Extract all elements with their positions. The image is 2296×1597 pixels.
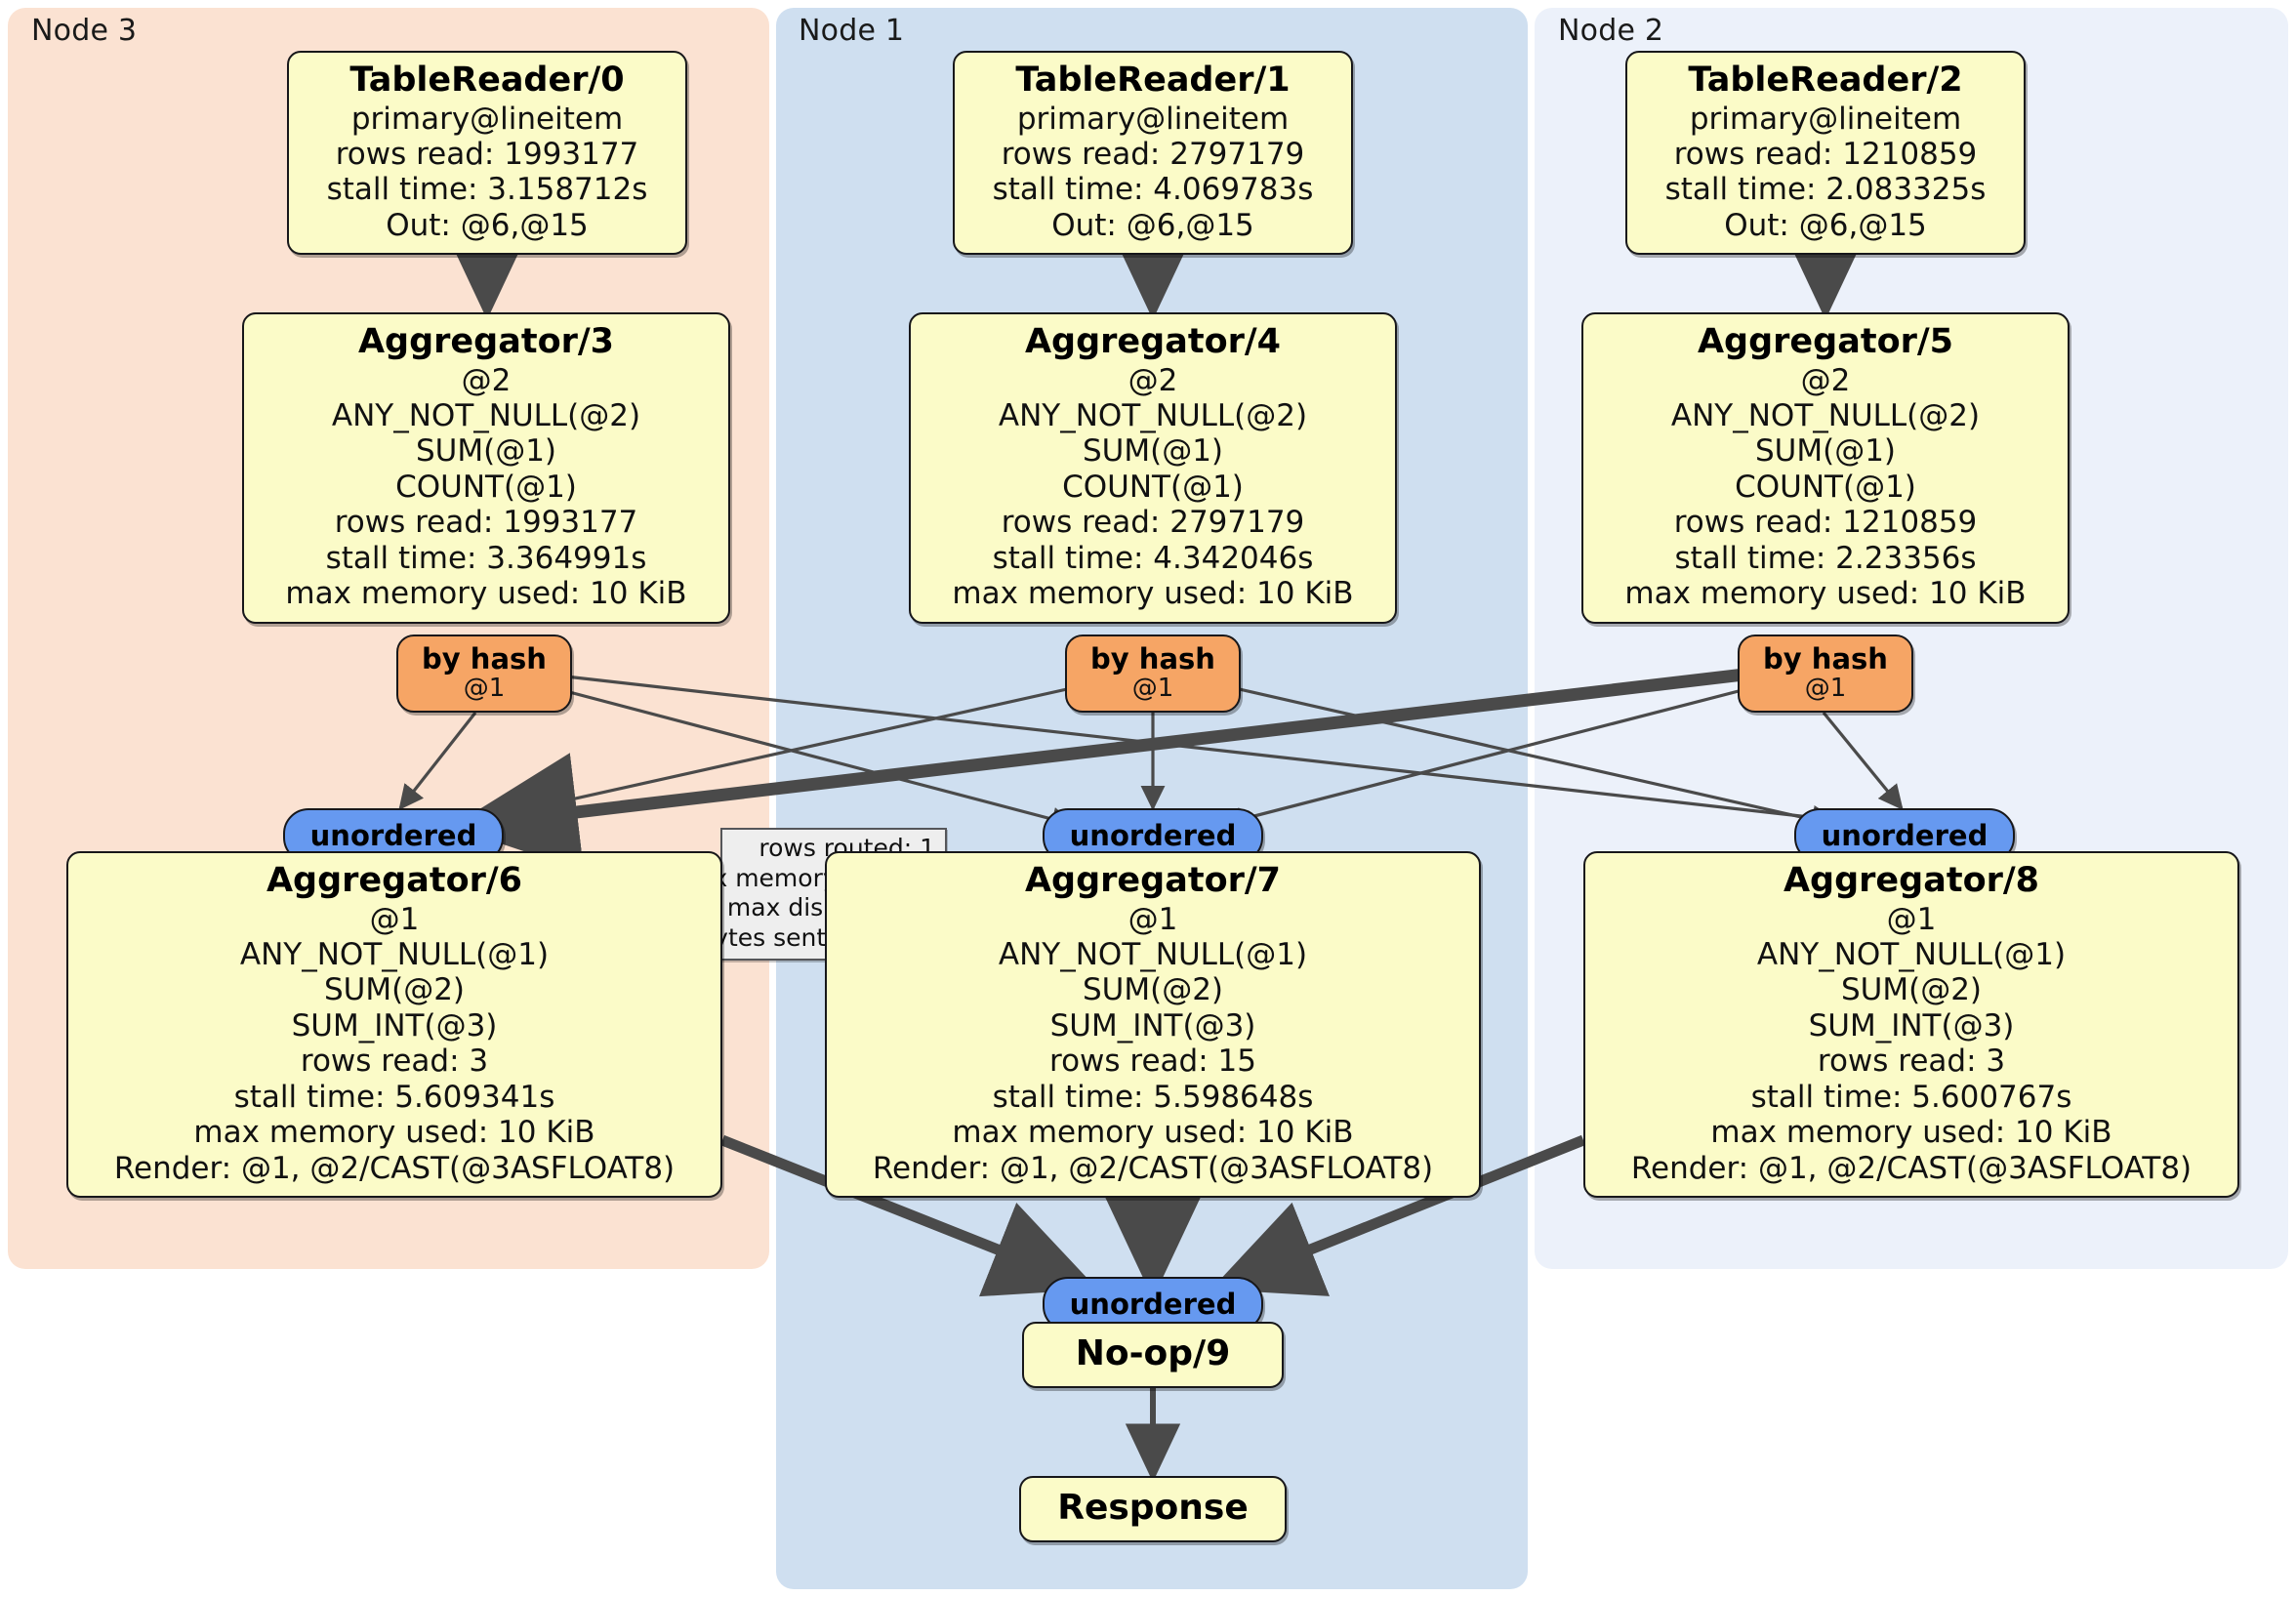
processor-detail: @2 — [461, 362, 512, 398]
processor-title: Aggregator/8 — [1783, 861, 2040, 900]
processor-detail: ANY_NOT_NULL(@1) — [239, 937, 550, 973]
processor-detail: SUM(@2) — [1082, 972, 1224, 1008]
processor-detail: stall time: 3.158712s — [326, 172, 648, 208]
processor-aggregator-4[interactable]: Aggregator/4 @2 ANY_NOT_NULL(@2) SUM(@1)… — [909, 312, 1397, 624]
processor-detail: ANY_NOT_NULL(@2) — [331, 398, 641, 434]
processor-aggregator-3[interactable]: Aggregator/3 @2 ANY_NOT_NULL(@2) SUM(@1)… — [242, 312, 730, 624]
processor-detail: COUNT(@1) — [1735, 469, 1916, 505]
router-column-label: @1 — [1804, 674, 1847, 704]
processor-aggregator-7[interactable]: Aggregator/7 @1 ANY_NOT_NULL(@1) SUM(@2)… — [825, 851, 1481, 1198]
router-by-hash-4[interactable]: by hash @1 — [1065, 635, 1241, 713]
processor-detail: rows read: 2797179 — [1001, 505, 1305, 541]
processor-detail: SUM(@2) — [1840, 972, 1983, 1008]
processor-detail: max memory used: 10 KiB — [193, 1115, 595, 1151]
processor-detail: SUM(@1) — [1082, 433, 1224, 470]
processor-title: TableReader/2 — [1688, 61, 1963, 100]
processor-detail: max memory used: 10 KiB — [952, 1115, 1354, 1151]
processor-title: Aggregator/5 — [1697, 322, 1954, 361]
processor-response[interactable]: Response — [1019, 1476, 1287, 1542]
processor-title: No-op/9 — [1075, 1333, 1231, 1374]
router-column-label: @1 — [1131, 674, 1174, 704]
processor-detail: stall time: 5.600767s — [1750, 1079, 2072, 1115]
processor-aggregator-8[interactable]: Aggregator/8 @1 ANY_NOT_NULL(@1) SUM(@2)… — [1583, 851, 2239, 1198]
processor-title: Aggregator/6 — [266, 861, 523, 900]
processor-aggregator-6[interactable]: Aggregator/6 @1 ANY_NOT_NULL(@1) SUM(@2)… — [66, 851, 722, 1198]
processor-detail: SUM_INT(@3) — [291, 1007, 498, 1044]
processor-title: Response — [1057, 1488, 1249, 1529]
processor-detail: COUNT(@1) — [1062, 469, 1244, 505]
processor-detail: rows read: 1993177 — [334, 505, 638, 541]
processor-detail: Out: @6,@15 — [1724, 207, 1927, 243]
processor-detail: stall time: 2.083325s — [1664, 172, 1987, 208]
processor-noop-9[interactable]: No-op/9 — [1022, 1322, 1284, 1388]
processor-detail: ANY_NOT_NULL(@1) — [1756, 937, 2067, 973]
processor-detail: Out: @6,@15 — [1051, 207, 1254, 243]
processor-detail: rows read: 1210859 — [1673, 137, 1978, 173]
stream-label: unordered — [309, 819, 477, 852]
processor-detail: SUM(@2) — [323, 972, 466, 1008]
processor-detail: rows read: 15 — [1049, 1044, 1256, 1080]
router-by-hash-3[interactable]: by hash @1 — [396, 635, 572, 713]
processor-detail: rows read: 2797179 — [1001, 137, 1305, 173]
processor-title: Aggregator/4 — [1024, 322, 1282, 361]
processor-detail: max memory used: 10 KiB — [952, 576, 1354, 612]
router-type-label: by hash — [1090, 641, 1215, 676]
processor-table-reader-0[interactable]: TableReader/0 primary@lineitem rows read… — [287, 51, 687, 256]
processor-detail: SUM_INT(@3) — [1049, 1007, 1256, 1044]
processor-detail: ANY_NOT_NULL(@2) — [998, 398, 1308, 434]
processor-detail: Render: @1, @2/CAST(@3ASFLOAT8) — [1630, 1150, 2193, 1186]
processor-detail: max memory used: 10 KiB — [285, 576, 687, 612]
processor-detail: SUM_INT(@3) — [1808, 1007, 2015, 1044]
processor-table-reader-1[interactable]: TableReader/1 primary@lineitem rows read… — [953, 51, 1353, 256]
processor-detail: primary@lineitem — [1016, 101, 1290, 137]
processor-detail: ANY_NOT_NULL(@1) — [998, 937, 1308, 973]
stream-label: unordered — [1069, 1288, 1237, 1321]
cluster-label-node-2: Node 2 — [1558, 14, 1664, 48]
processor-aggregator-5[interactable]: Aggregator/5 @2 ANY_NOT_NULL(@2) SUM(@1)… — [1581, 312, 2070, 624]
processor-detail: Out: @6,@15 — [386, 207, 589, 243]
processor-detail: primary@lineitem — [1689, 101, 1962, 137]
processor-detail: @1 — [1886, 901, 1937, 937]
processor-title: TableReader/0 — [349, 61, 625, 100]
processor-title: Aggregator/3 — [357, 322, 615, 361]
processor-detail: @2 — [1128, 362, 1178, 398]
cluster-label-node-1: Node 1 — [799, 14, 905, 48]
processor-detail: rows read: 1993177 — [335, 137, 639, 173]
processor-detail: rows read: 3 — [1817, 1044, 2006, 1080]
processor-detail: rows read: 3 — [300, 1044, 489, 1080]
processor-detail: COUNT(@1) — [395, 469, 577, 505]
router-by-hash-5[interactable]: by hash @1 — [1738, 635, 1913, 713]
processor-detail: SUM(@1) — [1754, 433, 1897, 470]
processor-detail: stall time: 2.23356s — [1674, 540, 1977, 576]
processor-detail: Render: @1, @2/CAST(@3ASFLOAT8) — [872, 1150, 1434, 1186]
router-type-label: by hash — [1763, 641, 1888, 676]
processor-detail: SUM(@1) — [415, 433, 557, 470]
cluster-label-node-3: Node 3 — [31, 14, 138, 48]
processor-detail: stall time: 4.342046s — [992, 540, 1314, 576]
processor-title: TableReader/1 — [1015, 61, 1291, 100]
stream-label: unordered — [1821, 819, 1988, 852]
processor-detail: @2 — [1800, 362, 1851, 398]
processor-detail: max memory used: 10 KiB — [1624, 576, 2027, 612]
router-column-label: @1 — [463, 674, 506, 704]
stream-unordered-8[interactable]: unordered — [1794, 808, 2015, 863]
processor-detail: primary@lineitem — [350, 101, 624, 137]
processor-detail: rows read: 1210859 — [1673, 505, 1978, 541]
processor-detail: @1 — [1128, 901, 1178, 937]
stream-label: unordered — [1069, 819, 1237, 852]
processor-detail: stall time: 4.069783s — [992, 172, 1314, 208]
processor-detail: @1 — [369, 901, 420, 937]
processor-detail: stall time: 5.609341s — [233, 1079, 555, 1115]
processor-title: Aggregator/7 — [1024, 861, 1282, 900]
processor-detail: Render: @1, @2/CAST(@3ASFLOAT8) — [113, 1150, 676, 1186]
processor-detail: max memory used: 10 KiB — [1710, 1115, 2112, 1151]
processor-detail: stall time: 3.364991s — [325, 540, 647, 576]
processor-table-reader-2[interactable]: TableReader/2 primary@lineitem rows read… — [1625, 51, 2026, 256]
processor-detail: stall time: 5.598648s — [992, 1079, 1314, 1115]
processor-detail: ANY_NOT_NULL(@2) — [1670, 398, 1981, 434]
router-type-label: by hash — [422, 641, 547, 676]
